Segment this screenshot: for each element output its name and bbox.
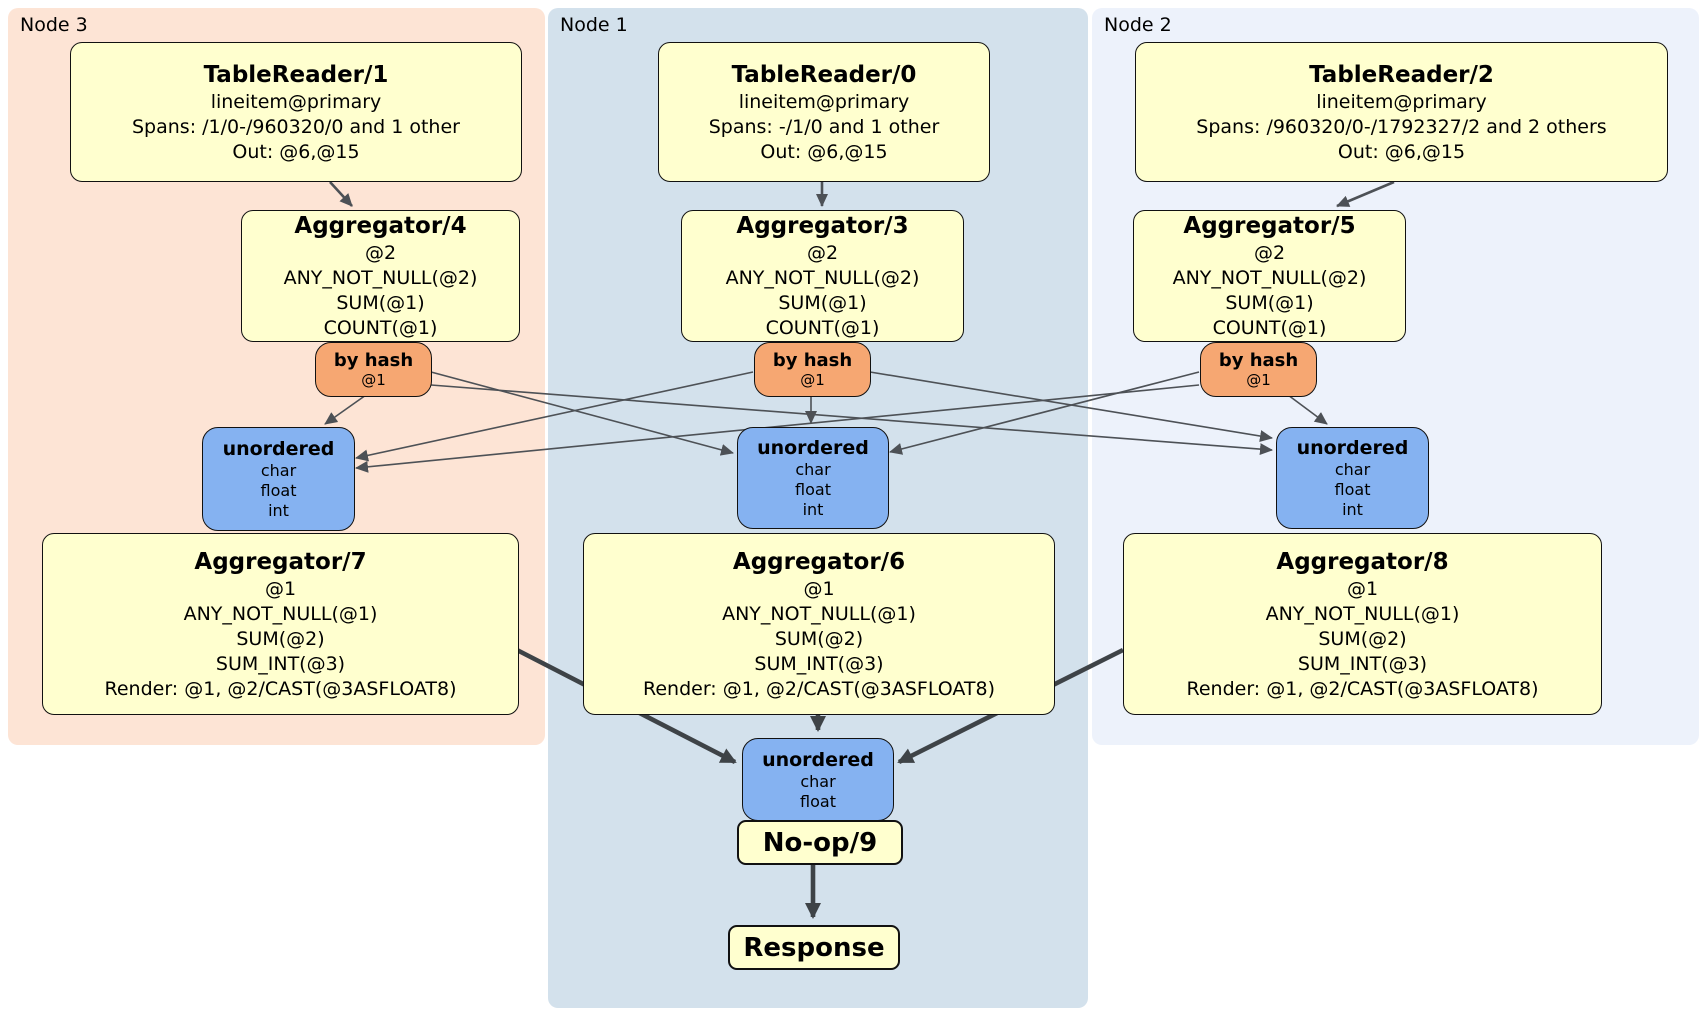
table-reader-2-out: Out: @6,@15	[1337, 140, 1466, 163]
aggregator-6-fn1: ANY_NOT_NULL(@1)	[722, 602, 916, 625]
table-reader-1-spans: Spans: /1/0-/960320/0 and 1 other	[132, 115, 460, 138]
byhash-router-node3-title: by hash	[333, 350, 414, 371]
aggregator-5-box: Aggregator/5 @2 ANY_NOT_NULL(@2) SUM(@1)…	[1133, 210, 1406, 342]
table-reader-2-index: lineitem@primary	[1316, 90, 1487, 113]
aggregator-8-fn3: SUM_INT(@3)	[1297, 652, 1428, 675]
table-reader-0-title: TableReader/0	[731, 61, 917, 88]
aggregator-5-group: @2	[1253, 242, 1286, 264]
unordered-sync-node3-col3: int	[268, 501, 289, 520]
unordered-sync-node3-col2: float	[260, 481, 297, 500]
aggregator-7-group: @1	[264, 577, 297, 600]
aggregator-3-group: @2	[806, 242, 839, 264]
byhash-router-node3: by hash @1	[315, 342, 432, 397]
unordered-final-sync: unordered char float	[742, 738, 894, 821]
table-reader-1-box: TableReader/1 lineitem@primary Spans: /1…	[70, 42, 522, 182]
byhash-router-node1-key: @1	[800, 371, 825, 389]
aggregator-7-render: Render: @1, @2/CAST(@3ASFLOAT8)	[104, 677, 457, 700]
table-reader-2-title: TableReader/2	[1309, 61, 1494, 88]
aggregator-4-group: @2	[364, 242, 397, 264]
aggregator-8-render: Render: @1, @2/CAST(@3ASFLOAT8)	[1186, 677, 1539, 700]
aggregator-3-fn2: SUM(@1)	[778, 292, 867, 314]
aggregator-6-box: Aggregator/6 @1 ANY_NOT_NULL(@1) SUM(@2)…	[583, 533, 1055, 715]
aggregator-4-fn2: SUM(@1)	[336, 292, 425, 314]
node-1-label: Node 1	[560, 14, 628, 36]
aggregator-8-title: Aggregator/8	[1276, 548, 1449, 575]
aggregator-4-fn1: ANY_NOT_NULL(@2)	[283, 267, 478, 289]
aggregator-8-fn2: SUM(@2)	[1318, 627, 1407, 650]
aggregator-6-render: Render: @1, @2/CAST(@3ASFLOAT8)	[643, 677, 995, 700]
byhash-router-node3-key: @1	[361, 371, 386, 389]
table-reader-0-box: TableReader/0 lineitem@primary Spans: -/…	[658, 42, 990, 182]
aggregator-6-title: Aggregator/6	[732, 548, 906, 575]
unordered-final-sync-col2: float	[800, 791, 836, 811]
aggregator-4-box: Aggregator/4 @2 ANY_NOT_NULL(@2) SUM(@1)…	[241, 210, 520, 342]
aggregator-5-fn3: COUNT(@1)	[1212, 317, 1327, 339]
unordered-sync-node1-title: unordered	[757, 437, 869, 459]
unordered-sync-node1-col3: int	[802, 500, 824, 519]
aggregator-5-title: Aggregator/5	[1183, 213, 1356, 239]
byhash-router-node1-title: by hash	[772, 350, 853, 371]
aggregator-5-fn1: ANY_NOT_NULL(@2)	[1172, 267, 1367, 289]
aggregator-6-fn2: SUM(@2)	[774, 627, 864, 650]
response-box: Response	[728, 925, 900, 970]
table-reader-1-title: TableReader/1	[203, 61, 389, 88]
byhash-router-node2-key: @1	[1246, 371, 1271, 389]
unordered-sync-node2: unordered char float int	[1276, 427, 1429, 529]
aggregator-7-title: Aggregator/7	[194, 548, 367, 575]
aggregator-3-box: Aggregator/3 @2 ANY_NOT_NULL(@2) SUM(@1)…	[681, 210, 964, 342]
unordered-sync-node2-col1: char	[1334, 460, 1371, 479]
aggregator-4-fn3: COUNT(@1)	[323, 317, 438, 339]
noop-box: No-op/9	[737, 820, 903, 865]
table-reader-0-out: Out: @6,@15	[760, 140, 888, 163]
unordered-sync-node3-title: unordered	[222, 438, 335, 460]
aggregator-6-group: @1	[803, 577, 835, 600]
aggregator-3-fn1: ANY_NOT_NULL(@2)	[725, 267, 920, 289]
table-reader-1-index: lineitem@primary	[210, 90, 382, 113]
byhash-router-node2-title: by hash	[1218, 350, 1299, 371]
unordered-sync-node3-col1: char	[260, 461, 297, 480]
aggregator-3-fn3: COUNT(@1)	[765, 317, 880, 339]
table-reader-2-box: TableReader/2 lineitem@primary Spans: /9…	[1135, 42, 1668, 182]
unordered-sync-node3: unordered char float int	[202, 427, 355, 531]
unordered-sync-node1: unordered char float int	[737, 427, 889, 529]
unordered-sync-node2-col3: int	[1342, 500, 1363, 519]
aggregator-8-fn1: ANY_NOT_NULL(@1)	[1265, 602, 1460, 625]
unordered-final-sync-title: unordered	[762, 748, 874, 771]
aggregator-7-fn1: ANY_NOT_NULL(@1)	[183, 602, 378, 625]
table-reader-0-index: lineitem@primary	[738, 90, 910, 113]
unordered-sync-node1-col1: char	[795, 460, 831, 479]
node-2-label: Node 2	[1104, 14, 1172, 36]
table-reader-1-out: Out: @6,@15	[232, 140, 360, 163]
table-reader-2-spans: Spans: /960320/0-/1792327/2 and 2 others	[1196, 115, 1607, 138]
aggregator-5-fn2: SUM(@1)	[1225, 292, 1314, 314]
node-3-label: Node 3	[20, 14, 88, 36]
response-title: Response	[743, 932, 885, 963]
byhash-router-node2: by hash @1	[1200, 342, 1317, 397]
aggregator-7-fn2: SUM(@2)	[236, 627, 325, 650]
unordered-sync-node1-col2: float	[795, 480, 831, 499]
table-reader-0-spans: Spans: -/1/0 and 1 other	[708, 115, 940, 138]
aggregator-8-group: @1	[1346, 577, 1379, 600]
aggregator-4-title: Aggregator/4	[294, 213, 467, 239]
aggregator-6-fn3: SUM_INT(@3)	[754, 652, 884, 675]
unordered-final-sync-col1: char	[800, 771, 836, 791]
unordered-sync-node2-col2: float	[1334, 480, 1371, 499]
noop-title: No-op/9	[762, 827, 878, 858]
aggregator-7-fn3: SUM_INT(@3)	[215, 652, 346, 675]
aggregator-8-box: Aggregator/8 @1 ANY_NOT_NULL(@1) SUM(@2)…	[1123, 533, 1602, 715]
aggregator-7-box: Aggregator/7 @1 ANY_NOT_NULL(@1) SUM(@2)…	[42, 533, 519, 715]
aggregator-3-title: Aggregator/3	[736, 213, 909, 239]
unordered-sync-node2-title: unordered	[1296, 437, 1409, 459]
byhash-router-node1: by hash @1	[754, 342, 871, 397]
